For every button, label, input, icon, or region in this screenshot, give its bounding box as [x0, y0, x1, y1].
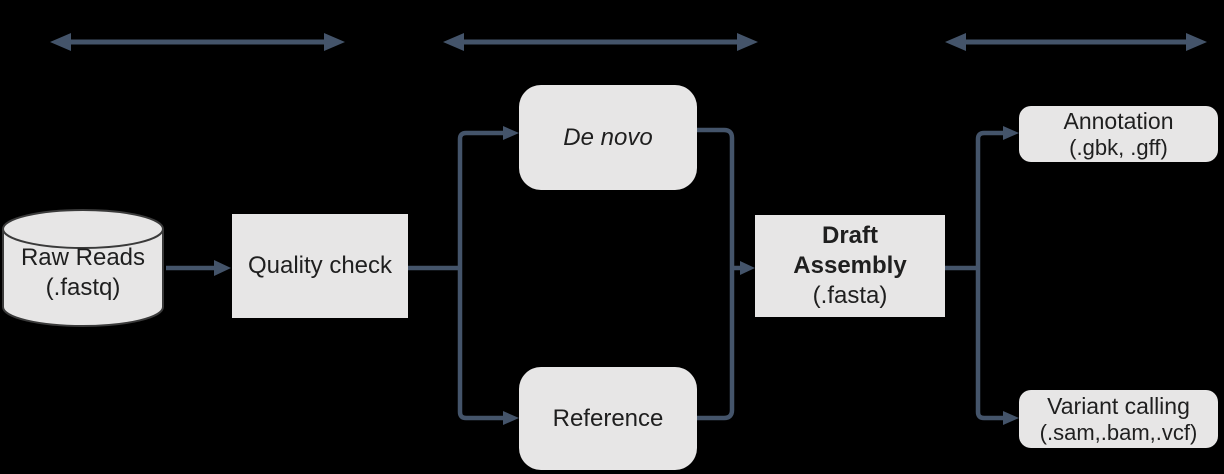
node-draft-assembly-format: (.fasta) — [812, 282, 888, 310]
arrow-right-head-icon — [737, 33, 758, 51]
node-raw-reads: Raw Reads (.fastq) — [0, 243, 166, 303]
cylinder-top — [2, 209, 164, 249]
node-annotation-format: (.gbk, .gff) — [1069, 134, 1168, 160]
phase-range-arrow-2 — [443, 33, 758, 51]
arrow-right-head-icon — [1186, 33, 1207, 51]
node-variant-calling-format: (.sam,.bam,.vcf) — [1039, 419, 1198, 445]
arrowhead-icon — [1003, 126, 1019, 140]
arrow-left-head-icon — [443, 33, 464, 51]
node-de-novo-label: De novo — [563, 123, 653, 151]
arrowhead-icon — [214, 260, 231, 276]
node-variant-calling: Variant calling (.sam,.bam,.vcf) — [1019, 390, 1218, 448]
node-de-novo-assembly: De novo — [519, 85, 697, 190]
node-draft-assembly: Draft Assembly (.fasta) — [755, 215, 945, 317]
branch-merge-line — [697, 127, 735, 421]
arrow-left-head-icon — [50, 33, 71, 51]
node-annotation-title: Annotation — [1063, 107, 1174, 134]
phase-range-arrow-1 — [50, 33, 345, 51]
arrow-right-head-icon — [324, 33, 345, 51]
node-reference-assembly: Reference — [519, 367, 697, 470]
arrow-left-head-icon — [945, 33, 966, 51]
database-cylinder-icon — [2, 209, 164, 327]
arrowhead-icon — [503, 411, 519, 425]
arrowhead-icon — [503, 126, 519, 140]
node-raw-reads-format: (.fastq) — [45, 274, 121, 301]
phase-range-arrow-3 — [945, 33, 1207, 51]
node-quality-check-label: Quality check — [247, 252, 393, 280]
node-variant-calling-title: Variant calling — [1047, 392, 1190, 419]
arrowhead-icon — [1003, 411, 1019, 425]
output-split-line — [975, 130, 1006, 421]
arrowhead-icon — [740, 261, 755, 275]
node-annotation: Annotation (.gbk, .gff) — [1019, 106, 1218, 162]
cylinder-body — [2, 229, 164, 327]
node-reference-label: Reference — [552, 404, 664, 432]
node-draft-assembly-line2: Assembly — [793, 251, 907, 279]
connector-lines — [166, 126, 1019, 425]
node-raw-reads-title: Raw Reads — [20, 244, 146, 271]
branch-split-line — [457, 130, 506, 421]
node-draft-assembly-line1: Draft — [821, 221, 878, 249]
node-quality-check: Quality check — [232, 214, 408, 318]
